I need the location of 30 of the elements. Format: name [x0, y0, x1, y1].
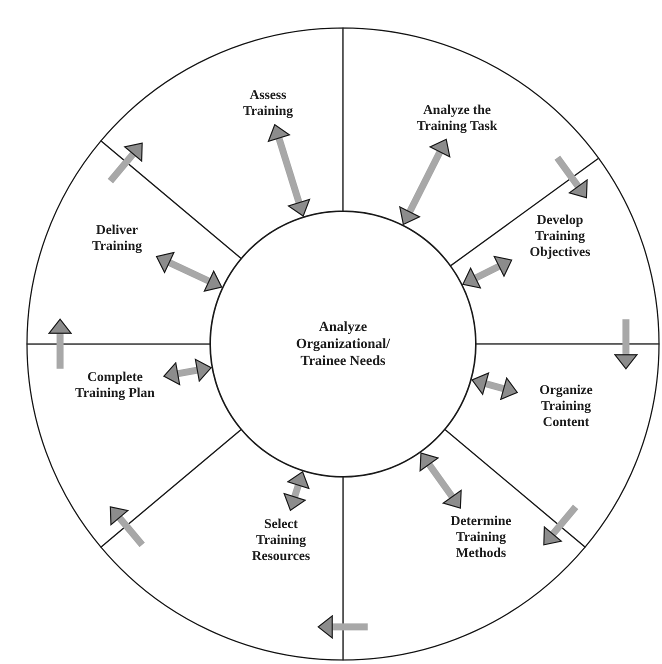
ring-sector — [444, 343, 660, 548]
step-label: Deliver Training — [90, 222, 143, 254]
block-arrow — [48, 318, 72, 369]
ring-sector — [342, 27, 600, 266]
block-arrow — [110, 506, 145, 548]
block-arrow — [318, 615, 368, 639]
double-arrow — [462, 256, 512, 288]
double-arrow — [420, 452, 462, 509]
ring-sector — [342, 428, 586, 661]
ring-sector — [100, 428, 344, 661]
block-arrow — [108, 142, 143, 184]
step-label: Organize Training Content — [538, 382, 594, 430]
double-arrow — [163, 358, 212, 386]
step-label: Determine Training Methods — [450, 513, 512, 561]
step-label: Develop Training Objectives — [528, 212, 592, 260]
step-label: Assess Training — [242, 87, 294, 119]
ring-sector — [26, 140, 242, 345]
double-arrow — [284, 471, 310, 511]
double-arrow — [268, 124, 310, 217]
block-arrow — [554, 156, 588, 198]
center-label: Analyze Organizational/ Trainee Needs — [294, 318, 392, 370]
block-arrow — [543, 504, 578, 546]
ring-sector — [450, 158, 660, 345]
step-label: Analyze the Training Task — [416, 102, 498, 134]
double-arrow — [472, 372, 518, 400]
ring-sector — [26, 343, 242, 548]
block-arrow — [614, 319, 638, 370]
step-label: Complete Training Plan — [74, 369, 156, 401]
step-label: Select Training Resources — [250, 516, 312, 564]
double-arrow — [399, 138, 450, 225]
